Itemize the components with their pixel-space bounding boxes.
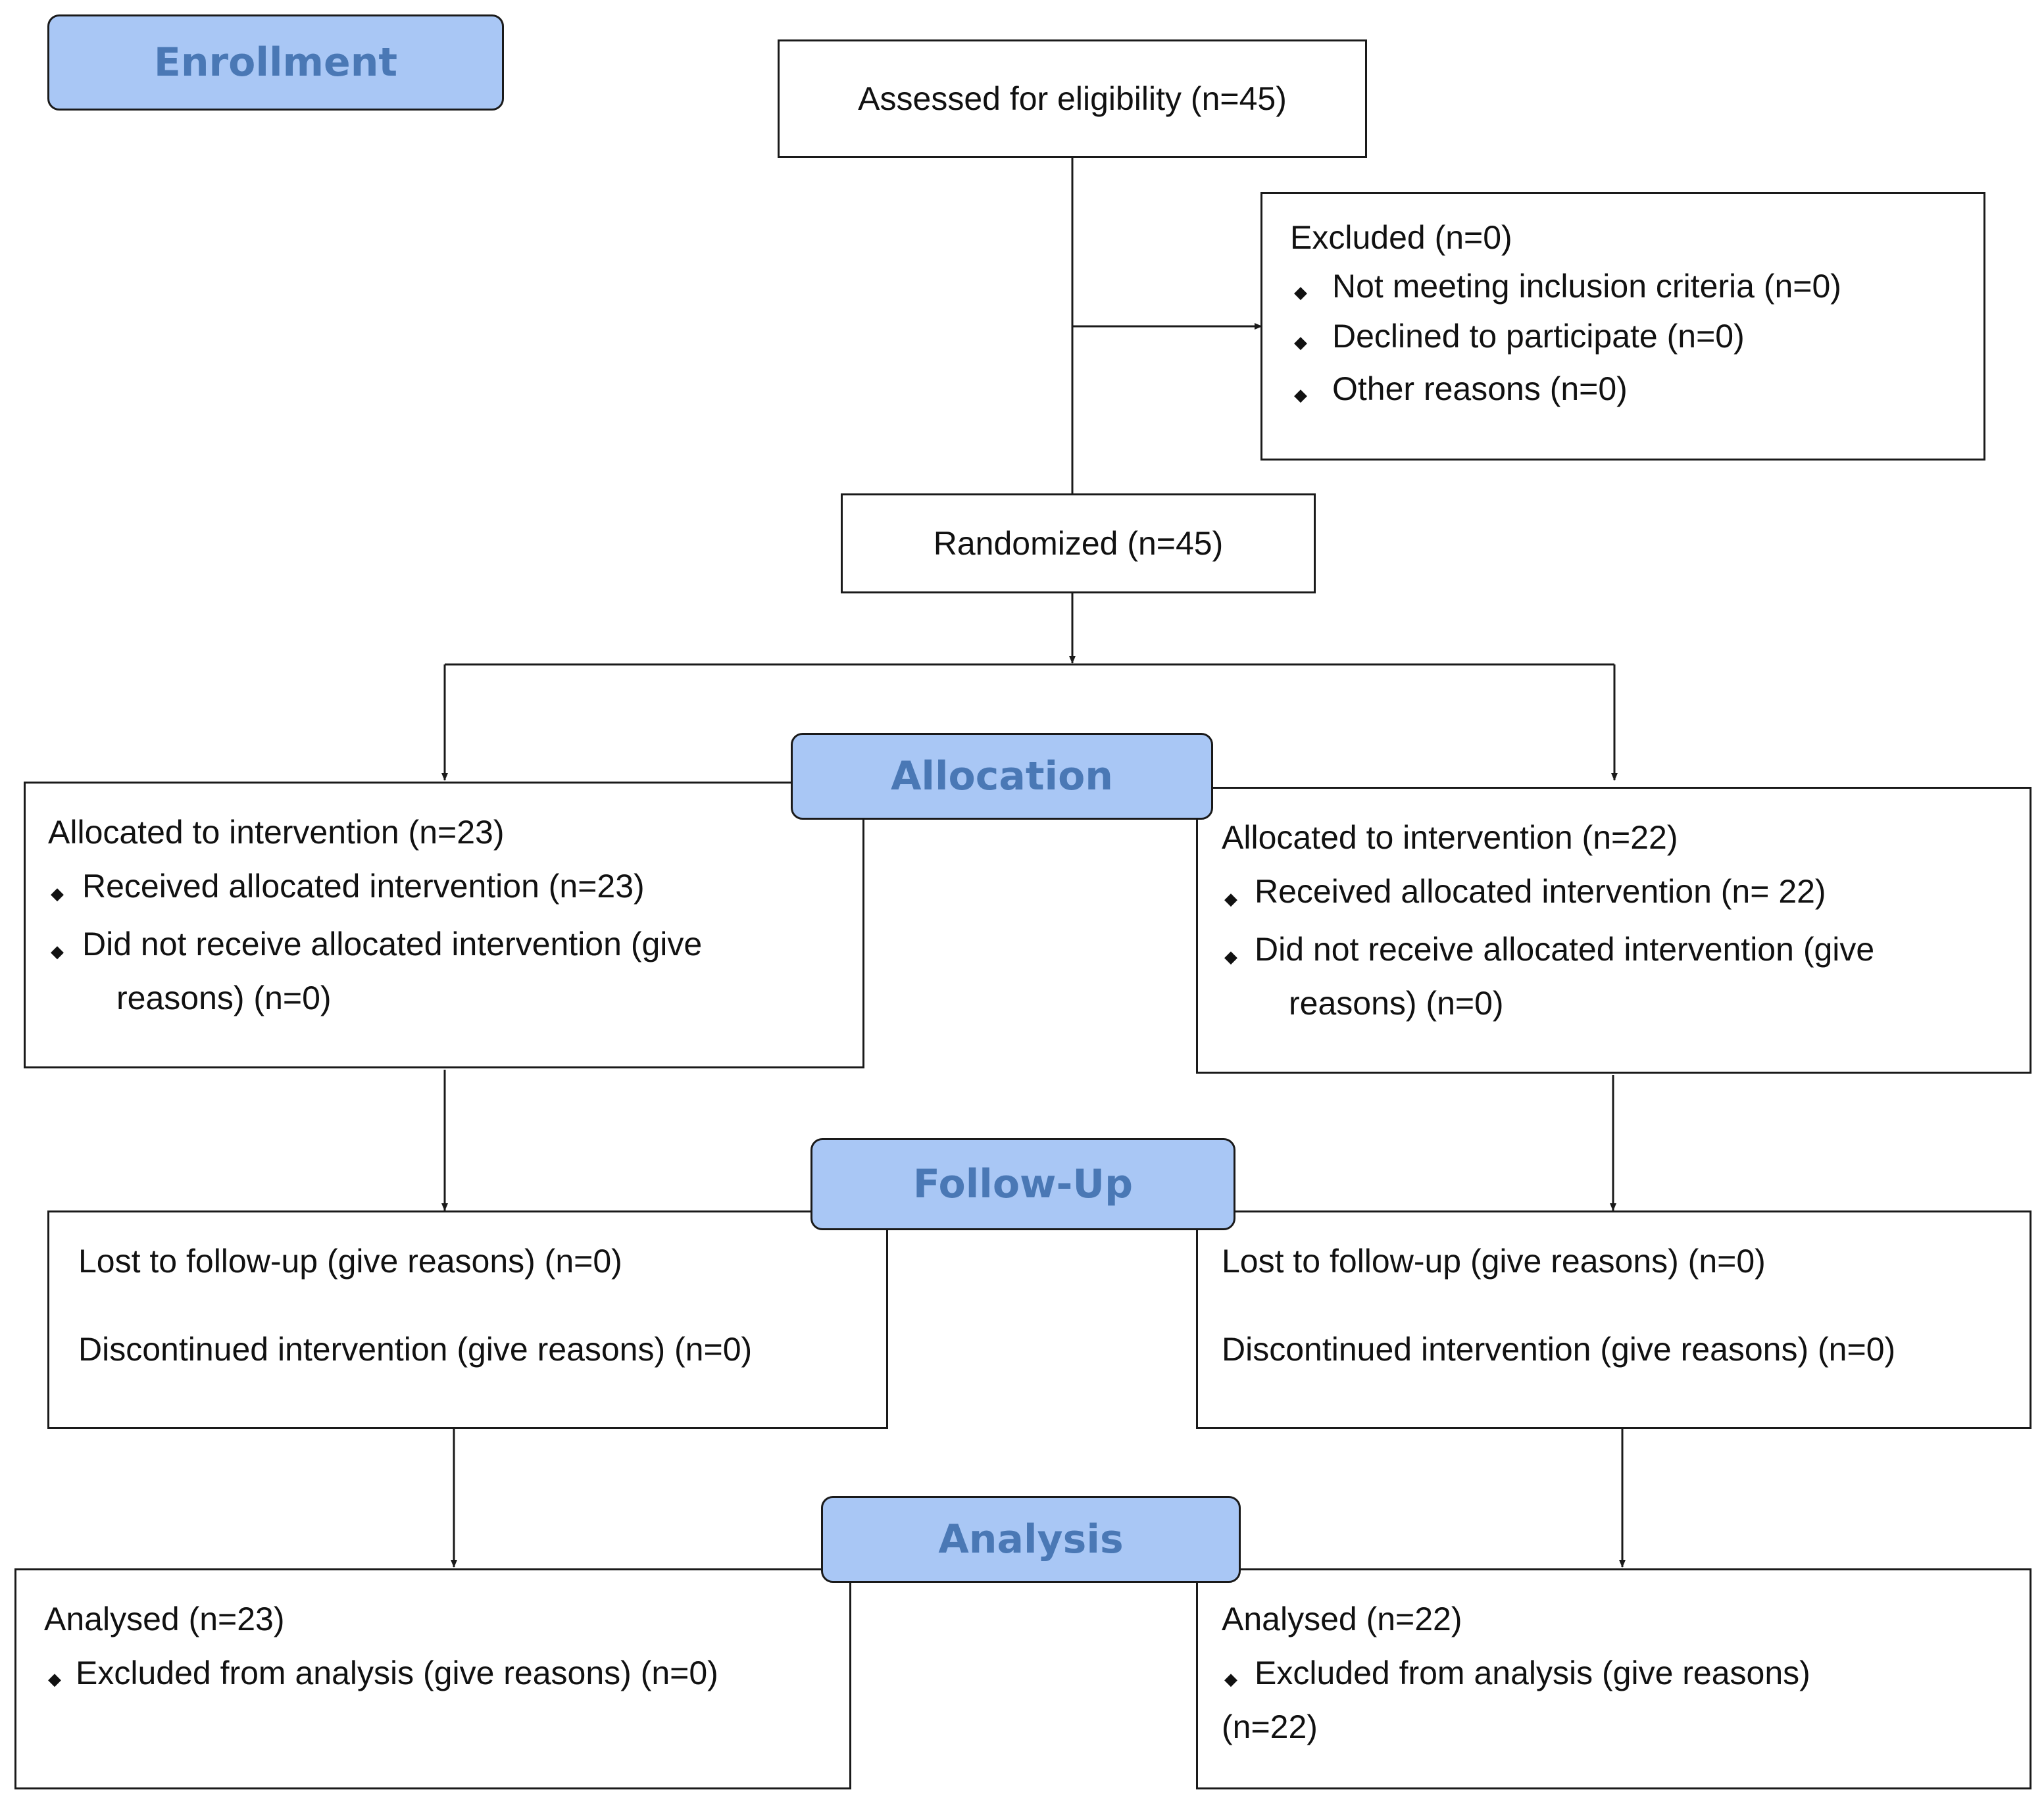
- excluded-item-not-meeting: Not meeting inclusion criteria (n=0): [1332, 268, 1841, 305]
- analysis-right-excluded: Excluded from analysis (give reasons): [1255, 1655, 1810, 1691]
- stage-follow-up: Follow-Up: [810, 1138, 1235, 1230]
- bullet-icon: ◆: [1224, 889, 1237, 909]
- followup-left-lost: Lost to follow-up (give reasons) (n=0): [78, 1243, 622, 1280]
- allocation-left-title: Allocated to intervention (n=23): [48, 814, 505, 851]
- allocation-right-box: Allocated to intervention (n=22) ◆ Recei…: [1196, 787, 2032, 1074]
- stage-allocation: Allocation: [791, 733, 1213, 820]
- allocation-right-not-received-cont: reasons) (n=0): [1289, 985, 1504, 1022]
- stage-enrollment: Enrollment: [47, 14, 504, 111]
- followup-left-discontinued: Discontinued intervention (give reasons)…: [78, 1331, 753, 1368]
- bullet-icon: ◆: [1224, 1669, 1237, 1689]
- assessed-box: Assessed for eligibility (n=45): [778, 39, 1367, 158]
- analysis-right-title: Analysed (n=22): [1222, 1601, 1462, 1637]
- randomized-box: Randomized (n=45): [841, 493, 1316, 593]
- analysis-left-excluded: Excluded from analysis (give reasons) (n…: [76, 1655, 718, 1691]
- analysis-right-excluded-cont: (n=22): [1222, 1709, 1318, 1745]
- stage-analysis-label: Analysis: [938, 1516, 1124, 1562]
- stage-analysis: Analysis: [821, 1496, 1241, 1583]
- followup-right-lost: Lost to follow-up (give reasons) (n=0): [1222, 1243, 1766, 1280]
- stage-follow-up-label: Follow-Up: [912, 1161, 1134, 1207]
- bullet-icon: ◆: [1294, 332, 1307, 352]
- stage-enrollment-label: Enrollment: [153, 39, 398, 86]
- followup-right-discontinued: Discontinued intervention (give reasons)…: [1222, 1331, 1896, 1368]
- allocation-right-received: Received allocated intervention (n= 22): [1255, 873, 1826, 910]
- excluded-item-declined: Declined to participate (n=0): [1332, 318, 1745, 355]
- allocation-left-not-received-cont: reasons) (n=0): [116, 980, 332, 1016]
- bullet-icon: ◆: [1294, 282, 1307, 302]
- allocation-left-received: Received allocated intervention (n=23): [82, 868, 645, 905]
- excluded-title: Excluded (n=0): [1290, 219, 1512, 256]
- bullet-icon: ◆: [48, 1669, 61, 1689]
- followup-right-box: Lost to follow-up (give reasons) (n=0) D…: [1196, 1210, 2032, 1429]
- analysis-right-box: Analysed (n=22) ◆ Excluded from analysis…: [1196, 1568, 2032, 1789]
- allocation-right-title: Allocated to intervention (n=22): [1222, 819, 1678, 856]
- analysis-left-title: Analysed (n=23): [44, 1601, 285, 1637]
- bullet-icon: ◆: [1224, 947, 1237, 966]
- analysis-left-box: Analysed (n=23) ◆ Excluded from analysis…: [14, 1568, 851, 1789]
- excluded-item-other: Other reasons (n=0): [1332, 370, 1628, 407]
- bullet-icon: ◆: [51, 941, 64, 961]
- assessed-text: Assessed for eligibility (n=45): [858, 80, 1287, 117]
- stage-allocation-label: Allocation: [890, 753, 1114, 799]
- bullet-icon: ◆: [1294, 385, 1307, 405]
- allocation-left-box: Allocated to intervention (n=23) ◆ Recei…: [24, 782, 864, 1068]
- excluded-box: Excluded (n=0) ◆ Not meeting inclusion c…: [1260, 192, 1985, 461]
- allocation-left-not-received: Did not receive allocated intervention (…: [82, 926, 703, 962]
- randomized-text: Randomized (n=45): [933, 525, 1224, 562]
- bullet-icon: ◆: [51, 884, 64, 903]
- followup-left-box: Lost to follow-up (give reasons) (n=0) D…: [47, 1210, 888, 1429]
- allocation-right-not-received: Did not receive allocated intervention (…: [1255, 931, 1875, 968]
